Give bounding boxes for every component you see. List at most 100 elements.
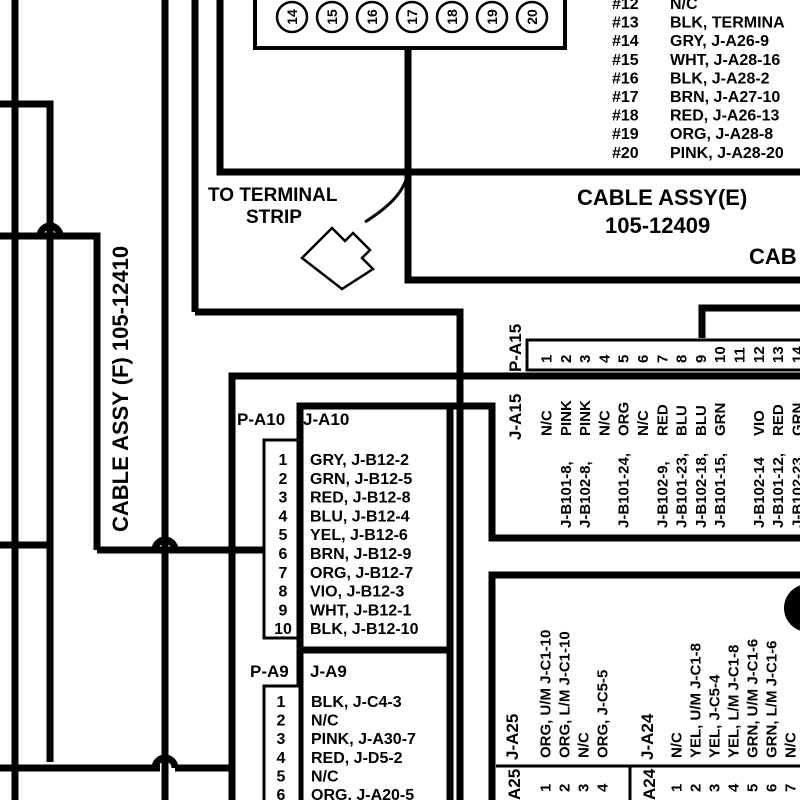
a10-wire-entry: ORG, J-B12-7 [310, 565, 413, 582]
a10-pin-number: 9 [279, 602, 288, 619]
legend-text: BRN, J-A27-10 [670, 89, 780, 106]
a24-wire-entry: GRN, U/M J-C1-6 [745, 639, 762, 758]
a24-wire-entry: N/C [783, 732, 800, 758]
a10-wire-entry: BRN, J-B12-9 [310, 546, 411, 563]
a15-pin-number: 12 [751, 346, 768, 363]
j-a10-label: J-A10 [303, 410, 349, 429]
a24-pin-number: 2 [688, 784, 705, 792]
terminal-pin-20 [515, 0, 549, 34]
a15-pin-number: 14 [789, 346, 800, 363]
a10-pin-number: 10 [274, 621, 292, 638]
terminal-pin-15 [315, 0, 349, 34]
a10-pin-number: 2 [279, 471, 288, 488]
a15-wire-destination: J-B101-24, [616, 453, 633, 528]
legend-text: BLK, J-A28-2 [670, 70, 770, 87]
a10-pin-number: 6 [279, 546, 288, 563]
legend-number: #20 [612, 145, 639, 162]
terminal-pin-number: 20 [524, 9, 540, 25]
legend-number: #18 [612, 108, 639, 125]
legend-text: WHT, J-A28-16 [670, 52, 780, 69]
terminal-pin-14 [275, 0, 309, 34]
a9-wire-entry: N/C [311, 768, 339, 785]
a15-pin-number: 11 [732, 347, 749, 363]
legend-number: #13 [612, 15, 639, 32]
a25-pin-number: 1 [538, 784, 555, 792]
terminal-pin-19 [475, 0, 509, 34]
a24-wire-entry: YEL, L/M J-C1-8 [726, 645, 743, 758]
p-a24-label: A24 [640, 768, 659, 800]
a15-wire-destination: J-B101-12, [770, 453, 787, 528]
a10-wire-entry: RED, J-B12-8 [310, 490, 411, 507]
legend-text: ORG, J-A28-8 [670, 126, 773, 143]
terminal-pin-number: 16 [364, 9, 380, 25]
a9-pin-number: 3 [277, 731, 286, 748]
a15-wire-color: N/C [539, 410, 556, 436]
a25-pin-number: 4 [595, 783, 612, 792]
a24-pin-number: 5 [745, 784, 762, 792]
a24-wire-entry: N/C [669, 732, 686, 758]
j-a24-label: J-A24 [638, 713, 657, 760]
cable-f-title: CABLE ASSY (F) 105-12410 [108, 246, 133, 532]
a15-pin-number: 1 [539, 355, 556, 363]
p-a9-pin-block [262, 684, 302, 800]
terminal-pin-number: 17 [404, 9, 420, 25]
a9-pin-number: 1 [277, 694, 286, 711]
a9-pin-number: 5 [277, 768, 286, 785]
a24-wire-entry: GRN, L/M J-C1-6 [764, 640, 781, 758]
p-a10-pin-block [262, 438, 302, 640]
a15-pin-number: 4 [596, 354, 613, 363]
a9-wire-entry: BLK, J-C4-3 [311, 694, 402, 711]
a10-wire-entry: BLU, J-B12-4 [310, 508, 410, 525]
terminal-pin-17 [395, 0, 429, 34]
a15-pin-number: 9 [693, 355, 710, 363]
legend-text: GRY, J-A26-9 [670, 33, 769, 50]
a24-pin-number: 3 [707, 784, 724, 792]
a10-wire-entry: WHT, J-B12-1 [310, 602, 411, 619]
legend-text: PINK, J-A28-20 [670, 145, 784, 162]
a15-wire-color: GRN [789, 403, 800, 436]
terminal-lead [364, 171, 410, 224]
cable-f-label-group: CABLE ASSY (F) 105-12410 [108, 246, 133, 532]
a24-pin-number: 6 [764, 784, 781, 792]
a15-wire-color: RED [770, 404, 787, 436]
a9-wire-entry: ORG, J-A20-5 [311, 787, 414, 800]
legend-text: BLK, TERMINA [670, 15, 785, 32]
p-a25-label: A25 [505, 769, 524, 800]
legend-number: #14 [612, 33, 639, 50]
legend-number: #12 [612, 0, 639, 13]
a15-wire-color: ORG [616, 402, 633, 436]
terminal-pin-16 [355, 0, 389, 34]
a15-wire-color: GRN [712, 403, 729, 436]
cable-next-label: CAB [749, 244, 797, 269]
legend-text: N/C [670, 0, 698, 13]
a15-wire-color: BLU [693, 405, 710, 436]
terminal-note-line2: STRIP [246, 207, 302, 228]
a25-wire-entry: N/C [576, 732, 593, 758]
a10-pin-number: 4 [279, 508, 288, 525]
j-a9-label: J-A9 [310, 662, 347, 681]
legend-number: #17 [612, 89, 639, 106]
a10-wire-entry: GRY, J-B12-2 [310, 452, 409, 469]
a10-wire-entry: YEL, J-B12-6 [310, 527, 408, 544]
a15-wire-destination: J-B102-8, [577, 461, 594, 528]
j-a10-body [296, 402, 454, 800]
a15-wire-destination: J-B102-23, [789, 453, 800, 528]
connector-dot-icon [784, 585, 800, 631]
a24-wire-entry: YEL, U/M J-C1-8 [688, 643, 705, 758]
j-a15-columns: 1N/C2PINKJ-B101-8,3PINKJ-B102-8,4N/C5ORG… [539, 346, 800, 528]
a15-wire-color: PINK [558, 400, 575, 436]
a15-wire-color: PINK [577, 400, 594, 436]
cable-e-part: 105-12409 [605, 213, 710, 238]
a25-wire-entry: ORG, U/M J-C1-10 [538, 630, 555, 758]
legend-number: #16 [612, 70, 639, 87]
a15-pin-number: 13 [770, 346, 787, 363]
terminal-pin-18 [435, 0, 469, 34]
a15-wire-destination: J-B101-15, [712, 453, 729, 528]
a9-pin-number: 2 [277, 713, 286, 730]
a10-wire-entry: GRN, J-B12-5 [310, 471, 412, 488]
a24-pin-number: 1 [669, 784, 686, 792]
